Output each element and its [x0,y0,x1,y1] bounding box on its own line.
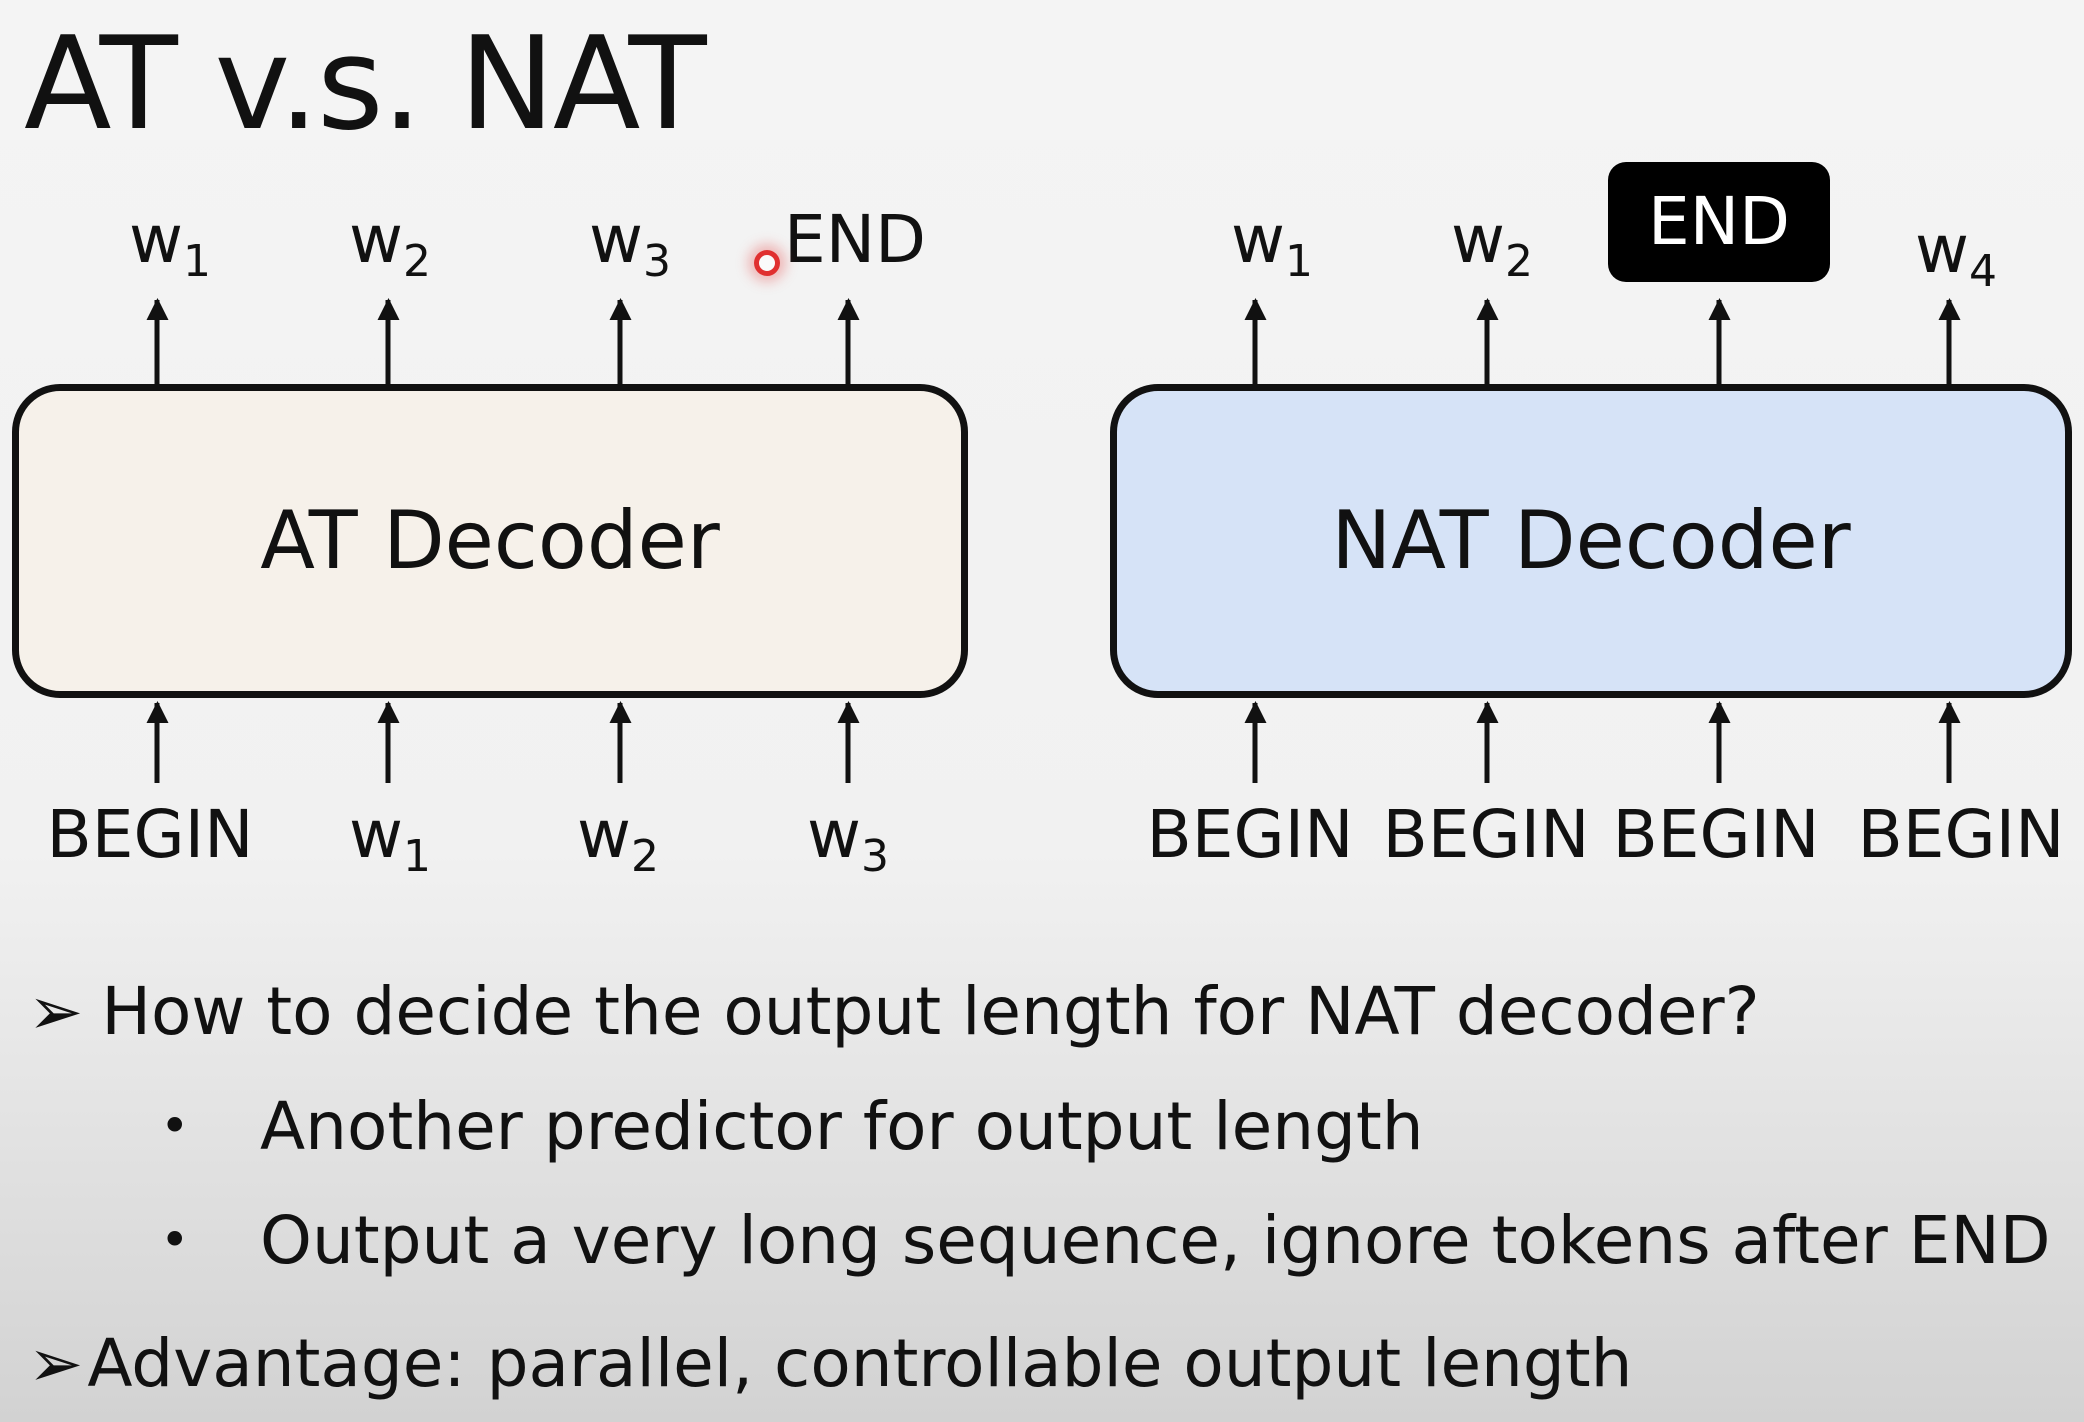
at-input-w1: w1 [349,796,431,882]
at-output-w1: w1 [129,201,211,287]
nat-input-arrow-4 [1946,703,1952,783]
nat-input-begin-4: BEGIN [1857,796,2065,873]
nat-input-arrow-3 [1716,703,1722,783]
nat-decoder-label: NAT Decoder [1331,494,1851,587]
at-decoder-box: AT Decoder [12,384,968,698]
bullet-question: ➢How to decide the output length for NAT… [28,973,1760,1050]
nat-input-begin-1: BEGIN [1146,796,1354,873]
at-input-arrow-3 [617,703,623,783]
at-output-arrow-2 [385,300,391,384]
at-output-arrow-4 [845,300,851,384]
pointer-cursor-icon [754,250,780,276]
dot-bullet-icon: • [160,1097,190,1155]
dot-bullet-icon: • [160,1211,190,1269]
nat-output-arrow-2 [1484,300,1490,384]
nat-output-w1: w1 [1231,201,1313,287]
at-output-w2: w2 [349,201,431,287]
nat-output-arrow-4 [1946,300,1952,384]
nat-input-arrow-2 [1484,703,1490,783]
at-input-arrow-2 [385,703,391,783]
nat-output-w2: w2 [1451,201,1533,287]
bullet-sub-long-sequence: •Output a very long sequence, ignore tok… [160,1202,2051,1279]
nat-input-begin-3: BEGIN [1612,796,1820,873]
nat-input-arrow-1 [1252,703,1258,783]
arrow-bullet-icon: ➢ [28,973,84,1050]
bullet-sub-predictor: •Another predictor for output length [160,1088,1424,1165]
nat-decoder-box: NAT Decoder [1110,384,2072,698]
nat-output-arrow-3 [1716,300,1722,384]
arrow-bullet-icon: ➢ [28,1325,84,1402]
slide-title: AT v.s. NAT [24,10,707,159]
nat-input-begin-2: BEGIN [1382,796,1590,873]
nat-output-w4: w4 [1915,211,1997,297]
at-input-w2: w2 [577,796,659,882]
at-input-w3: w3 [807,796,889,882]
nat-output-end-highlight: END [1608,162,1830,282]
at-decoder-label: AT Decoder [260,494,720,587]
at-output-w3: w3 [589,201,671,287]
at-input-begin: BEGIN [46,796,254,873]
nat-output-end: END [1648,183,1790,260]
nat-output-arrow-1 [1252,300,1258,384]
at-output-arrow-1 [154,300,160,384]
at-input-arrow-4 [845,703,851,783]
bullet-advantage: ➢Advantage: parallel, controllable outpu… [28,1325,1633,1402]
at-output-end: END [784,201,926,278]
at-input-arrow-1 [154,703,160,783]
at-output-arrow-3 [617,300,623,384]
